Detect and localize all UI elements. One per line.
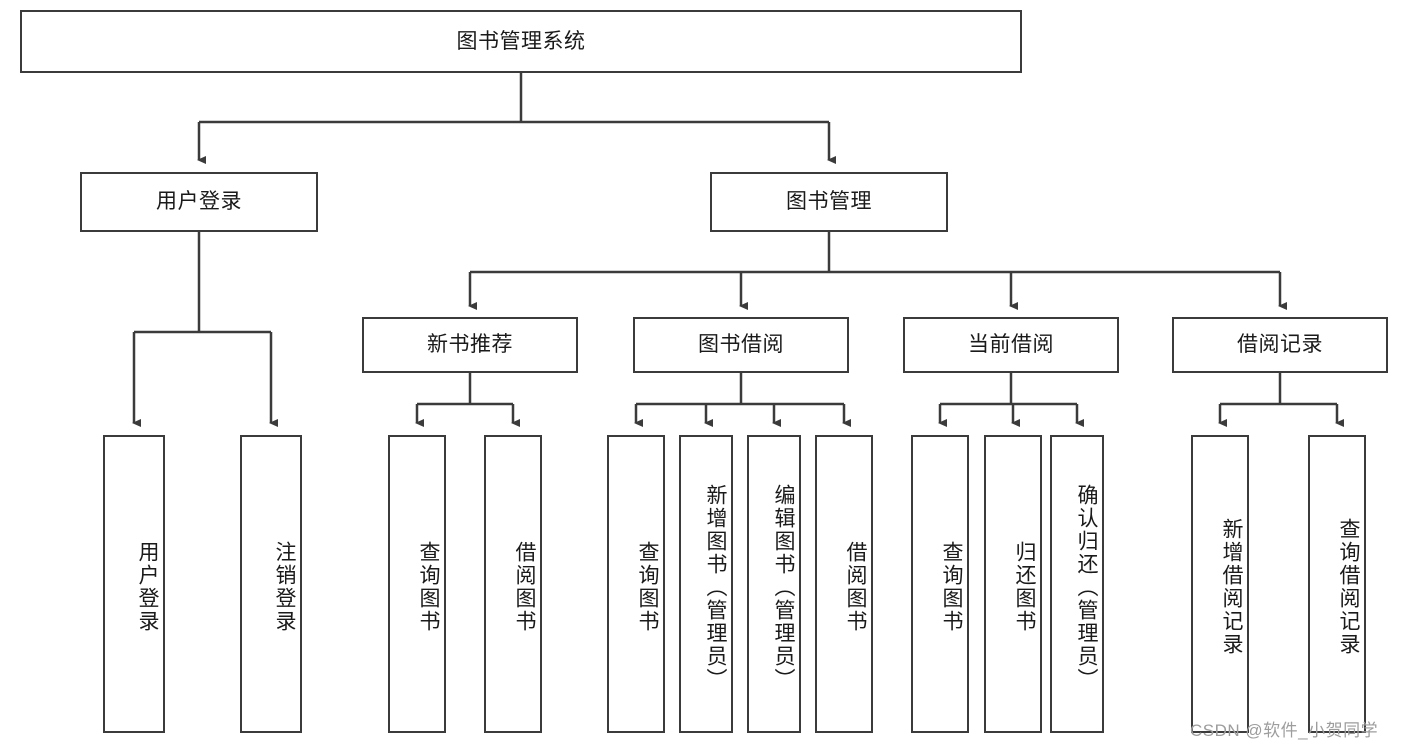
node-leaf-edit-book[interactable]: 编辑图书（管理员） <box>747 435 801 733</box>
node-leaf-borrow-book-2-label: 借阅图书 <box>844 541 867 633</box>
node-root-label: 图书管理系统 <box>456 29 586 53</box>
node-leaf-query-book-2-label: 查询图书 <box>636 541 659 633</box>
node-leaf-edit-book-label: 编辑图书（管理员） <box>772 483 795 691</box>
node-borrow-record-label: 借阅记录 <box>1237 333 1323 357</box>
node-leaf-confirm-return-label: 确认归还（管理员） <box>1075 483 1098 691</box>
node-leaf-return-book[interactable]: 归还图书 <box>984 435 1042 733</box>
node-leaf-query-book-3-label: 查询图书 <box>940 541 963 633</box>
node-new-book-rec-label: 新书推荐 <box>427 333 513 357</box>
node-leaf-confirm-return[interactable]: 确认归还（管理员） <box>1050 435 1104 733</box>
node-leaf-add-record-label: 新增借阅记录 <box>1220 518 1243 656</box>
node-leaf-add-book[interactable]: 新增图书（管理员） <box>679 435 733 733</box>
node-user-login[interactable]: 用户登录 <box>80 172 318 232</box>
node-book-manage[interactable]: 图书管理 <box>710 172 948 232</box>
node-leaf-user-logout-label: 注销登录 <box>273 541 296 633</box>
node-leaf-query-book-1-label: 查询图书 <box>417 541 440 633</box>
node-book-borrow-label: 图书借阅 <box>698 333 784 357</box>
csdn-watermark: CSDN @软件_小贺同学 <box>1190 721 1379 740</box>
node-leaf-query-record[interactable]: 查询借阅记录 <box>1308 435 1366 733</box>
node-leaf-borrow-book-1[interactable]: 借阅图书 <box>484 435 542 733</box>
node-leaf-query-book-2[interactable]: 查询图书 <box>607 435 665 733</box>
node-book-manage-label: 图书管理 <box>786 190 872 214</box>
node-book-borrow[interactable]: 图书借阅 <box>633 317 849 373</box>
node-leaf-borrow-book-2[interactable]: 借阅图书 <box>815 435 873 733</box>
node-root[interactable]: 图书管理系统 <box>20 10 1022 73</box>
node-current-borrow-label: 当前借阅 <box>968 333 1054 357</box>
node-new-book-rec[interactable]: 新书推荐 <box>362 317 578 373</box>
node-leaf-return-book-label: 归还图书 <box>1013 541 1036 633</box>
node-leaf-query-book-1[interactable]: 查询图书 <box>388 435 446 733</box>
node-user-login-label: 用户登录 <box>156 190 242 214</box>
node-current-borrow[interactable]: 当前借阅 <box>903 317 1119 373</box>
node-leaf-query-book-3[interactable]: 查询图书 <box>911 435 969 733</box>
node-leaf-user-login[interactable]: 用户登录 <box>103 435 165 733</box>
node-leaf-user-login-label: 用户登录 <box>136 541 159 633</box>
node-borrow-record[interactable]: 借阅记录 <box>1172 317 1388 373</box>
node-leaf-add-book-label: 新增图书（管理员） <box>704 483 727 691</box>
node-leaf-add-record[interactable]: 新增借阅记录 <box>1191 435 1249 733</box>
node-leaf-query-record-label: 查询借阅记录 <box>1337 518 1360 656</box>
node-leaf-user-logout[interactable]: 注销登录 <box>240 435 302 733</box>
node-leaf-borrow-book-1-label: 借阅图书 <box>513 541 536 633</box>
